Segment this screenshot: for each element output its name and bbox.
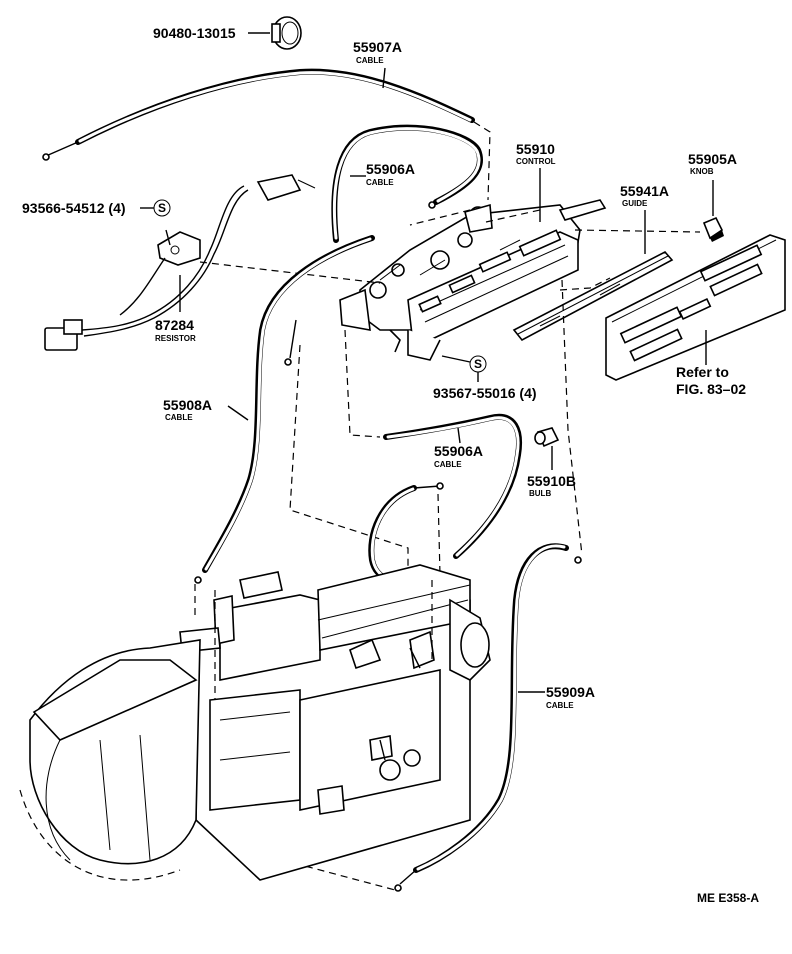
label-93567-55016: 93567-55016 (4) [433, 385, 537, 401]
label-55905a: 55905A [688, 151, 737, 167]
label-fig-83-02: FIG. 83–02 [676, 381, 746, 397]
control-faceplate [605, 234, 786, 381]
label-55910b: 55910B [527, 473, 576, 489]
control-assembly-55910 [339, 199, 607, 361]
label-55908a: 55908A [163, 397, 212, 413]
figure-code: ME E358-A [697, 891, 759, 905]
cable-55909a [394, 543, 582, 892]
label-87284-sub: RESISTOR [155, 334, 196, 343]
label-55906a-upper: 55906A [366, 161, 415, 177]
grommet-90480 [248, 16, 302, 50]
label-55908a-sub: CABLE [165, 413, 193, 422]
label-93566-54512: 93566-54512 (4) [22, 200, 126, 216]
label-55906a-lower-sub: CABLE [434, 460, 462, 469]
label-55909a: 55909A [546, 684, 595, 700]
label-55941a-sub: GUIDE [622, 199, 648, 208]
heater-unit [19, 564, 491, 881]
label-55910b-sub: BULB [529, 489, 551, 498]
cable-55906a-upper [331, 124, 483, 243]
label-55907a: 55907A [353, 39, 402, 55]
label-55909a-sub: CABLE [546, 701, 574, 710]
label-87284: 87284 [155, 317, 194, 333]
cable-55907a [42, 67, 475, 161]
label-90480-13015: 90480-13015 [153, 25, 236, 41]
guide-55941a [512, 210, 674, 342]
label-refer-to: Refer to [676, 364, 729, 380]
cable-55906a-lower [368, 413, 522, 584]
label-55906a-upper-sub: CABLE [366, 178, 394, 187]
screw-mark-2: S [474, 357, 482, 371]
knob-55905a [702, 180, 724, 242]
label-55910-sub: CONTROL [516, 157, 556, 166]
label-55907a-sub: CABLE [356, 56, 384, 65]
label-55905a-sub: KNOB [690, 167, 714, 176]
label-55906a-lower: 55906A [434, 443, 483, 459]
screw-symbol-1 [153, 199, 171, 217]
label-55910: 55910 [516, 141, 555, 157]
bulb-55910b [534, 427, 560, 470]
resistor-87284 [44, 174, 316, 351]
cable-55908a [194, 235, 375, 584]
screw-mark-1: S [158, 201, 166, 215]
label-55941a: 55941A [620, 183, 669, 199]
